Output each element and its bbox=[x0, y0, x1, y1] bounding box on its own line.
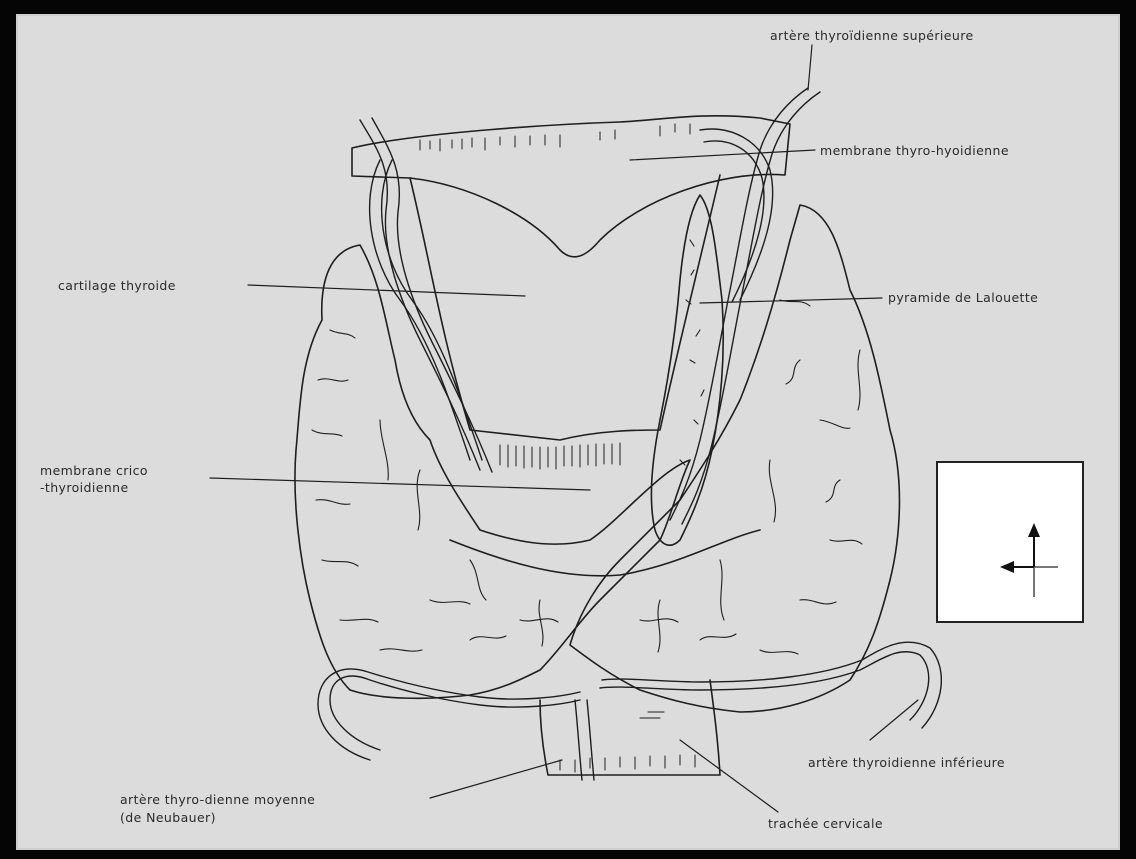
anterior-left-orientation-arrows-icon bbox=[938, 463, 1082, 621]
middle-thyroid-artery bbox=[575, 700, 594, 780]
crico-thyroid-membrane-hatching bbox=[500, 443, 620, 469]
label-artere-thyroidienne-moyenne-2: (de Neubauer) bbox=[120, 810, 216, 825]
thyro-hyoid-membrane-hatching bbox=[420, 124, 690, 151]
label-membrane-crico-thyroidienne-2: -thyroidienne bbox=[40, 480, 129, 495]
inferior-thyroid-artery-right bbox=[600, 642, 941, 728]
label-artere-thyroidienne-superieure: artère thyroïdienne supérieure bbox=[770, 28, 974, 43]
orientation-inset bbox=[936, 461, 1084, 623]
hyoid-bone-outline bbox=[352, 116, 790, 257]
label-membrane-crico-thyroidienne-1: membrane crico bbox=[40, 463, 148, 478]
thyroid-cartilage-outline bbox=[410, 175, 720, 440]
label-artere-thyroidienne-inferieure: artère thyroidienne inférieure bbox=[808, 755, 1005, 770]
isthmus-contour bbox=[450, 530, 760, 576]
label-pyramide-de-lalouette: pyramide de Lalouette bbox=[888, 290, 1038, 305]
lobule-texture bbox=[312, 240, 862, 654]
pyramidal-lobe bbox=[651, 195, 723, 545]
label-artere-thyroidienne-moyenne-1: artère thyro-dienne moyenne bbox=[120, 792, 315, 807]
label-cartilage-thyroide: cartilage thyroide bbox=[58, 278, 176, 293]
label-membrane-thyro-hyoidienne: membrane thyro-hyoidienne bbox=[820, 143, 1009, 158]
right-thyroid-lobe bbox=[570, 205, 899, 712]
leader-lines bbox=[210, 45, 918, 812]
label-trachee-cervicale: trachée cervicale bbox=[768, 816, 883, 831]
